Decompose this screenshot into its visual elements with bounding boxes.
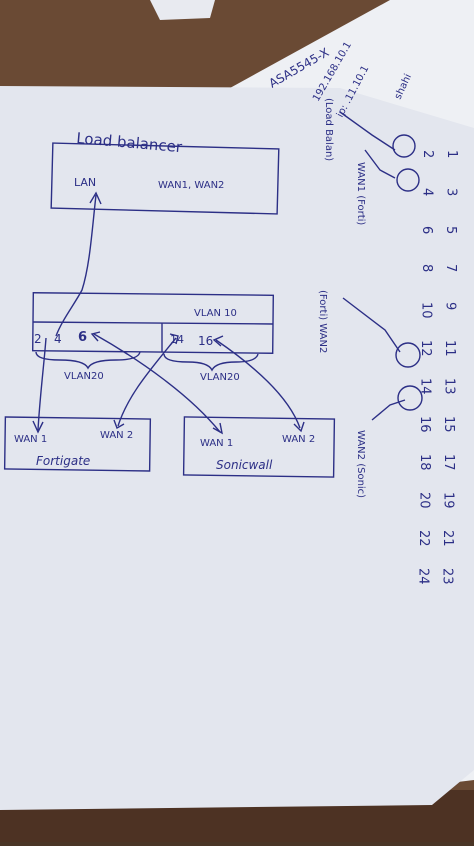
note-circle-4 (396, 168, 420, 192)
lb-lan-port: LAN (74, 176, 96, 189)
back-port-number: 15 (441, 416, 456, 433)
vlan20-right-brace (163, 353, 259, 372)
switch-vlan10: VLAN 10 (194, 308, 237, 319)
arrowhead-port14 (169, 333, 179, 345)
back-port-number: 17 (441, 454, 456, 471)
switch-port-4: 4 (54, 332, 62, 346)
back-port-number: 16 (417, 416, 432, 433)
fortigate-name: Fortigate (36, 454, 90, 468)
link-lan-to-port4 (55, 194, 97, 337)
arrowhead-lan (89, 191, 102, 205)
switch-port-6: 6 (78, 330, 87, 345)
note-load-label: (Load Balan) (323, 98, 334, 161)
switch-port-2: 2 (34, 332, 42, 346)
back-port-number: 13 (442, 378, 457, 395)
note-wan2-sonic: WAN2 (Sonic) (355, 430, 366, 498)
paper-top-left-corner (150, 0, 215, 20)
back-port-number: 8 (419, 264, 434, 272)
sonicwall-box (182, 416, 336, 478)
note-circle-14 (395, 342, 421, 368)
arrowhead-port16 (212, 335, 224, 347)
back-port-number: 11 (442, 340, 457, 357)
back-port-number: 14 (418, 378, 433, 395)
back-port-number: 19 (440, 492, 455, 509)
back-port-number: 12 (418, 340, 433, 357)
link-port14-to-forti-wan2 (117, 337, 177, 427)
sonicwall-wan2: WAN 2 (282, 434, 315, 445)
switch-port-16: 16 (198, 334, 213, 348)
back-port-number: 1 (444, 150, 459, 158)
back-port-number: 4 (420, 188, 435, 196)
back-port-number: 21 (440, 530, 455, 547)
arrowhead-forti-wan1 (32, 420, 44, 434)
arrowhead-sonic-wan2 (293, 421, 305, 433)
lb-wan-ports: WAN1, WAN2 (158, 180, 224, 191)
back-port-number: 6 (419, 226, 434, 234)
vlan20-left-label: VLAN20 (64, 371, 104, 382)
note-circle-16 (397, 385, 423, 411)
note-pointer-3 (342, 297, 401, 353)
back-port-number: 18 (417, 454, 432, 471)
switch-divider (32, 321, 274, 325)
back-port-number: 10 (418, 302, 433, 319)
load-balancer-box (50, 142, 280, 215)
note-circle-3 (392, 134, 416, 158)
front-paper (0, 86, 474, 810)
arrowhead-sonic-wan1 (212, 422, 223, 435)
arrowhead-port6 (90, 331, 101, 342)
note-wan1-forti: WAN1 (Forti) (355, 162, 366, 225)
fortigate-wan2: WAN 2 (100, 430, 133, 441)
back-port-number: 9 (442, 302, 457, 310)
link-port6-to-sonic-wan1 (93, 333, 221, 433)
link-port2-to-forti-wan1 (37, 337, 47, 431)
vlan20-left-brace (35, 351, 141, 370)
back-port-number: 20 (416, 492, 431, 509)
back-port-number: 7 (443, 264, 458, 272)
back-port-number: 3 (444, 188, 459, 196)
back-port-number: 22 (416, 530, 431, 547)
back-port-number: 2 (420, 150, 435, 158)
link-port16-to-sonic-wan2 (215, 339, 301, 429)
note-pointer-2 (364, 149, 396, 179)
arrowhead-forti-wan2 (113, 419, 125, 430)
vlan20-right-label: VLAN20 (200, 372, 240, 383)
fortigate-wan1: WAN 1 (14, 434, 47, 445)
note-wan2-forti: (Forti) WAN2 (317, 290, 328, 353)
sonicwall-wan1: WAN 1 (200, 438, 233, 449)
back-port-number: 5 (443, 226, 458, 234)
fortigate-box (3, 416, 152, 472)
note-pointer-1 (339, 111, 396, 151)
sonicwall-name: Sonicwall (216, 458, 273, 472)
back-port-number: 24 (416, 568, 431, 585)
note-pointer-4 (371, 399, 406, 421)
back-port-number: 23 (440, 568, 455, 585)
